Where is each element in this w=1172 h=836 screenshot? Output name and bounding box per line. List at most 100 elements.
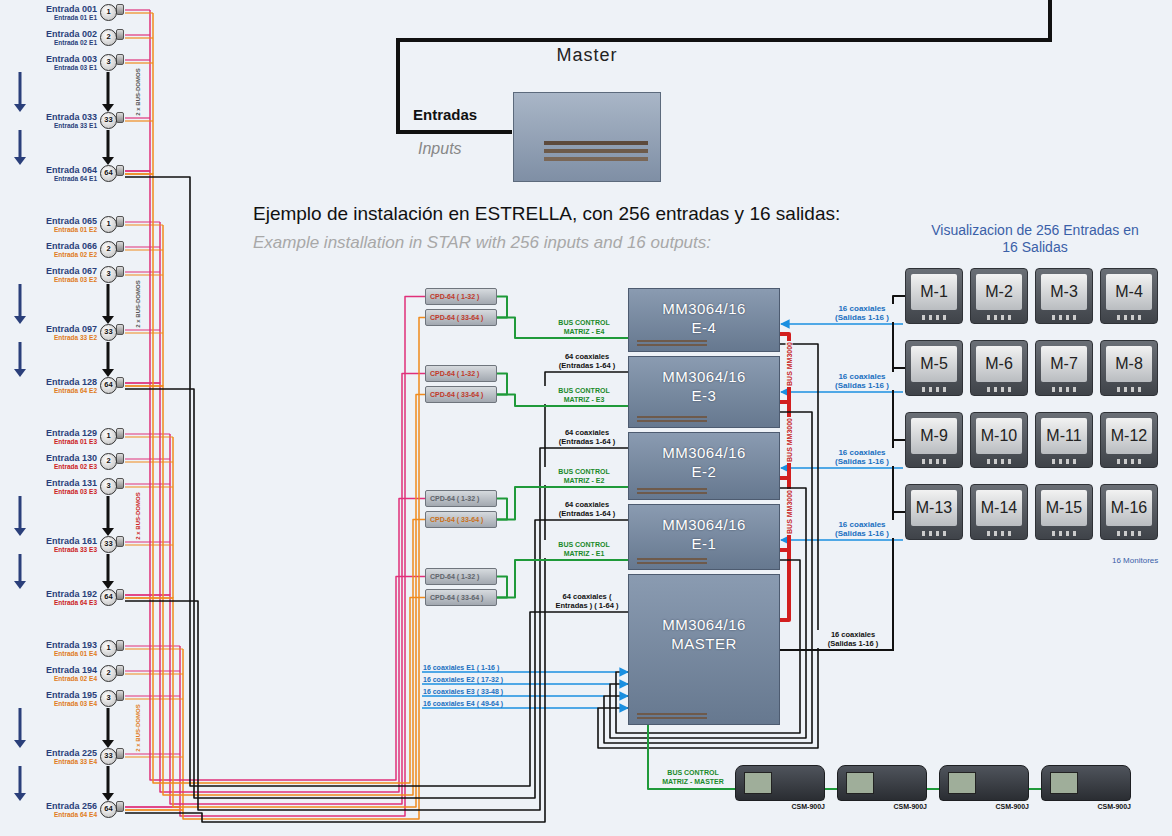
dome-bus-tap (125, 59, 150, 60)
keyboard-model: CSM-900J (894, 802, 927, 812)
input-coax-arrow (422, 707, 598, 709)
front-panel (637, 414, 707, 422)
monitor-wall-heading: Visualizacion de 256 Entradas en 16 Sali… (930, 222, 1140, 256)
dome-mount (116, 453, 124, 464)
output-coax-arrow (781, 391, 903, 393)
camera-number: 1 (100, 4, 117, 21)
continuation-arrow (19, 766, 22, 794)
dome-bus-line (159, 222, 161, 383)
keyboard-body (735, 765, 825, 801)
camera-number: 1 (100, 428, 117, 445)
unit-id: E-1 (692, 534, 717, 553)
continuation-arrow (19, 284, 22, 317)
cpd-box: CPD-64 ( 1-32 ) (425, 365, 497, 382)
continuation-arrow (107, 130, 110, 158)
connector (125, 174, 425, 783)
connector (780, 402, 789, 478)
monitor: M-6 (970, 340, 1028, 396)
input-channel: Entrada 64 E3 (54, 599, 97, 607)
connector-label: BUS MM3000 (786, 417, 793, 463)
camera-node: Entrada 097Entrada 33 E233 (2, 320, 125, 346)
camera-number: 3 (100, 266, 117, 283)
dome-mount (116, 216, 124, 227)
monitor-label: M-16 (1111, 499, 1147, 517)
monitor: M-9 (905, 412, 963, 468)
connector (125, 374, 425, 805)
unit-id: E-2 (692, 462, 717, 481)
monitor-buttons (1117, 387, 1141, 392)
dome-mount (116, 377, 124, 388)
continuation-arrowhead (14, 157, 26, 165)
camera-node: Entrada 003Entrada 03 E13 (2, 50, 125, 76)
connector (648, 725, 735, 789)
continuation-arrow (19, 342, 22, 370)
input-channel: Entrada 33 E4 (54, 758, 97, 766)
continuation-arrow (19, 496, 22, 529)
connector (125, 386, 425, 795)
monitor: M-3 (1035, 268, 1093, 324)
dome-bus-tap (125, 756, 183, 757)
monitor-buttons (1117, 531, 1141, 536)
monitor-label: M-8 (1115, 355, 1143, 373)
dome-mount (116, 801, 124, 812)
keyboard-body (939, 765, 1029, 801)
monitor-label: M-2 (985, 283, 1013, 301)
output-coax-label: 16 coaxiales (Salidas 1-16 ) (826, 448, 898, 466)
dome-mount (116, 589, 124, 600)
input-channel: Entrada 03 E2 (54, 276, 97, 284)
dome-bus-tap (125, 224, 163, 225)
monitor: M-8 (1100, 340, 1158, 396)
monitor-label: M-1 (920, 283, 948, 301)
camera-number: 1 (100, 640, 117, 657)
front-panel (637, 556, 707, 564)
monitor: M-4 (1100, 268, 1158, 324)
camera-number: 64 (100, 801, 117, 818)
camera-number: 33 (100, 112, 117, 129)
input-channel: Entrada 02 E2 (54, 251, 97, 259)
input-coax-arrow (422, 671, 616, 673)
front-panel (637, 338, 707, 346)
cpd-box: CPD-64 ( 33-64 ) (425, 511, 497, 528)
connector (598, 344, 818, 748)
input-name: Entrada 065 (46, 216, 97, 226)
input-channel: Entrada 64 E2 (54, 387, 97, 395)
cpd-label: CPD-64 ( 33-64 ) (430, 314, 483, 321)
input-channel: Entrada 03 E4 (54, 700, 97, 708)
input-channel: Entrada 64 E1 (54, 175, 97, 183)
camera-number: 3 (100, 690, 117, 707)
device-title: Master (556, 44, 617, 66)
camera-number: 2 (100, 29, 117, 46)
monitor-label: M-13 (916, 499, 952, 517)
continuation-arrow (107, 284, 110, 317)
dome-mount (116, 478, 124, 489)
camera-number: 33 (100, 324, 117, 341)
input-channel: Entrada 33 E3 (54, 546, 97, 554)
monitor-buttons (1052, 531, 1076, 536)
dome-bus-tap (125, 698, 183, 699)
connector (125, 389, 628, 798)
monitor-buttons (987, 459, 1011, 464)
input-channel: Entrada 02 E4 (54, 675, 97, 683)
dome-bus-tap (125, 249, 163, 250)
dome-bus-tap (125, 117, 150, 118)
camera-number: 33 (100, 536, 117, 553)
camera-number: 1 (100, 216, 117, 233)
input-channel: Entrada 64 E4 (54, 811, 97, 819)
camera-node: Entrada 129Entrada 01 E31 (2, 424, 125, 450)
continuation-arrowhead (102, 104, 114, 112)
monitor-label: M-3 (1050, 283, 1078, 301)
connector (125, 448, 628, 810)
dome-mount (116, 690, 124, 701)
cpd-box: CPD-64 ( 33-64 ) (425, 309, 497, 326)
connector-label: 16 coaxiales E3 ( 33-48 ) (422, 688, 504, 695)
monitor-buttons (987, 315, 1011, 320)
camera-number: 3 (100, 478, 117, 495)
keyboard-display (948, 772, 976, 794)
connector (497, 577, 507, 598)
keyboard-model: CSM-900J (1098, 802, 1131, 812)
camera-node: Entrada 256Entrada 64 E464 (2, 797, 125, 823)
input-name: Entrada 256 (46, 801, 97, 811)
cpd-box: CPD-64 ( 1-32 ) (425, 490, 497, 507)
camera-node: Entrada 194Entrada 02 E42 (2, 661, 125, 687)
connector-label: 64 coaxiales (Entradas 1-64 ) (550, 428, 624, 446)
